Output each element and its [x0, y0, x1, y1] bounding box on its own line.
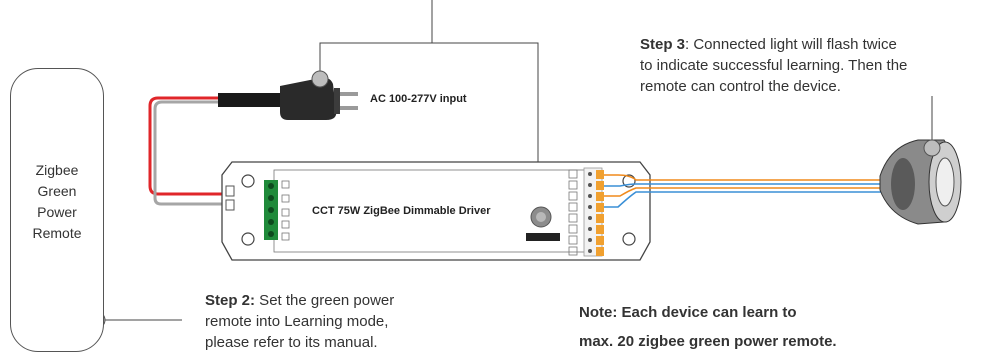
remote-label: Zigbee Green Power Remote: [32, 162, 82, 241]
dip-switch: [526, 233, 560, 241]
step3-line-1: : Connected light will flash twice: [685, 36, 897, 53]
step3-line-2: to indicate successful learning. Then th…: [640, 57, 908, 74]
step3-prefix: Step 3: [640, 36, 686, 53]
step2-line-2: remote into Learning mode,: [205, 313, 389, 330]
plug-label: AC 100-277V input: [370, 93, 467, 105]
input-cable: [148, 93, 280, 206]
note-text: Note: Each device can learn to max. 20 z…: [579, 298, 837, 356]
led-lamp: [879, 139, 962, 225]
step3-line-3: remote can control the device.: [640, 78, 841, 95]
step2-line-3: please refer to its manual.: [205, 334, 378, 351]
step2-text: Step 2: Set the green power remote into …: [205, 290, 394, 353]
step3-text: Step 3: Connected light will flash twice…: [640, 34, 1000, 97]
cable-sleeve: [218, 93, 280, 107]
note-line-1: Note: Each device can learn to: [579, 304, 797, 321]
output-wires: [604, 174, 900, 208]
callout-lines: [97, 0, 933, 321]
zigbee-remote: [10, 68, 104, 352]
step2-prefix: Step 2:: [205, 292, 256, 309]
ac-plug: [280, 77, 358, 120]
driver-body: [221, 161, 651, 261]
step2-line-1: Set the green power: [255, 292, 395, 309]
driver-label: CCT 75W ZigBee Dimmable Driver: [312, 205, 491, 217]
note-line-2: max. 20 zigbee green power remote.: [579, 333, 837, 350]
